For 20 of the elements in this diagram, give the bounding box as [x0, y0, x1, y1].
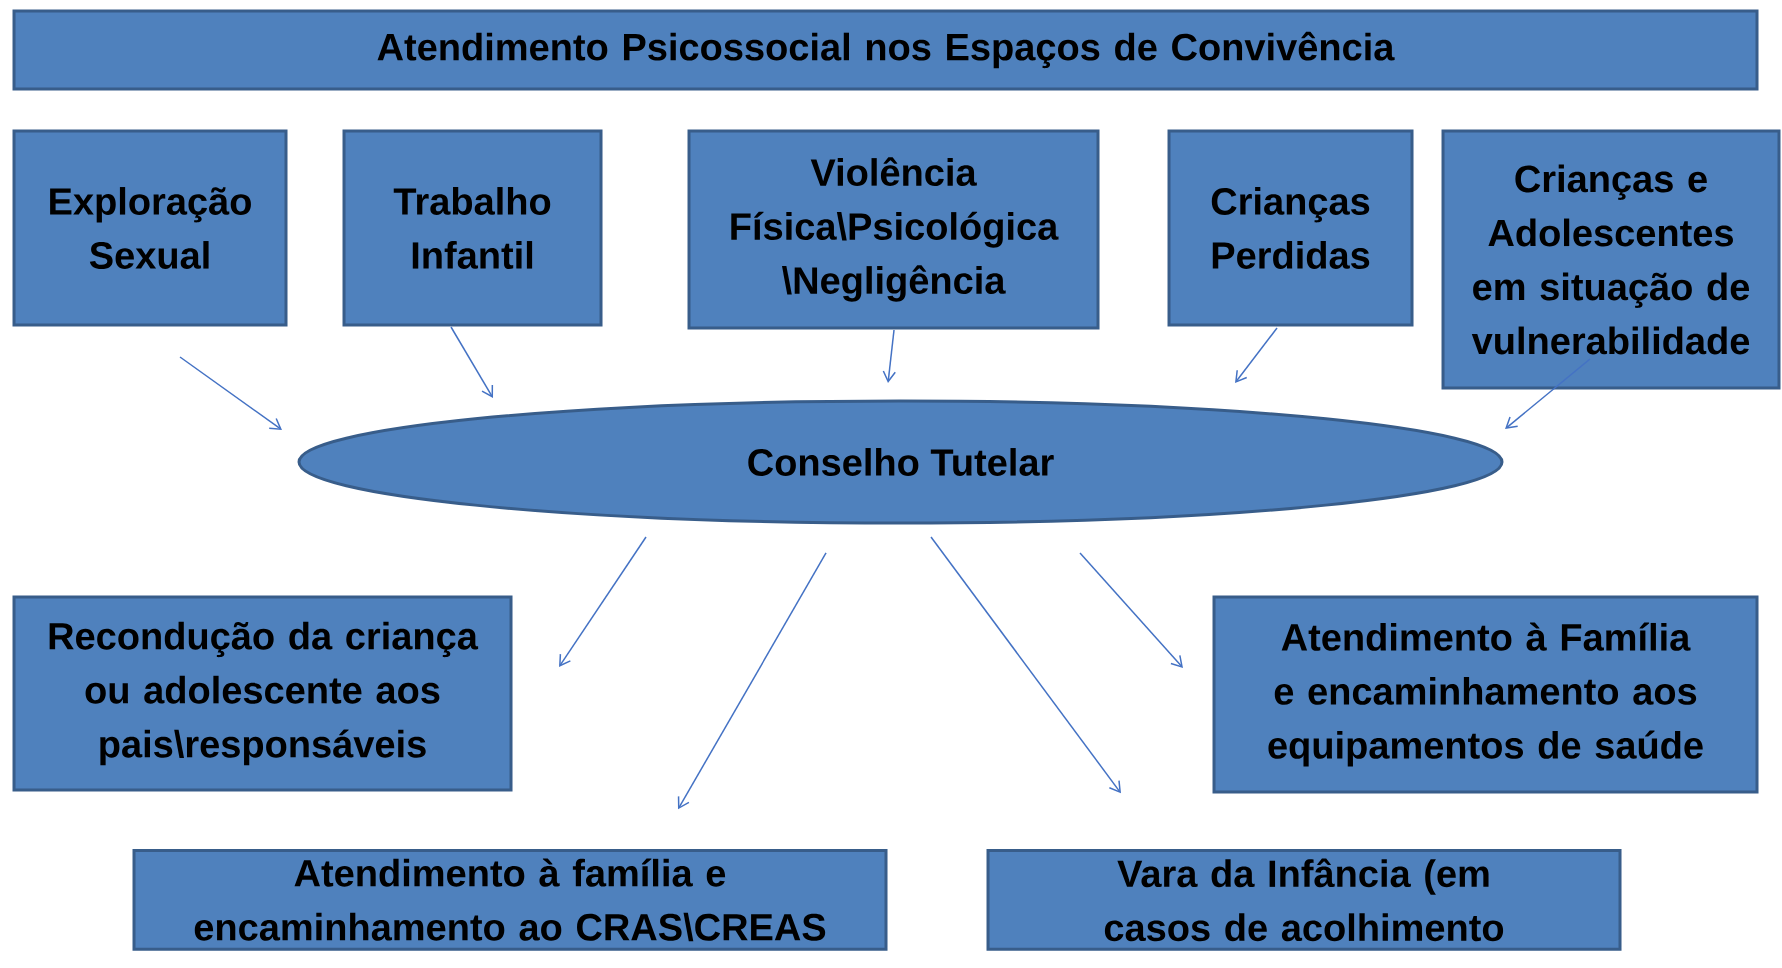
arrow — [677, 552, 827, 810]
process-box: Violência Física\Psicológica \Negligência — [687, 129, 1100, 330]
arrow — [559, 536, 647, 667]
arrow — [930, 536, 1121, 794]
arrow — [1079, 552, 1183, 668]
arrow — [450, 326, 494, 398]
process-box: Atendimento à Família e encaminhamento aos equipamentos de saúde — [1212, 595, 1759, 794]
process-box: Atendimento à família e encaminhamento ao CRAS\CREAS — [132, 849, 888, 951]
title-box: Atendimento Psicossocial nos Espaços de Convivência — [12, 9, 1759, 91]
process-box: Crianças e Adolescentes em situação de vulnerabilidade — [1441, 129, 1781, 390]
arrow — [1235, 327, 1278, 383]
process-box: Crianças Perdidas — [1167, 129, 1414, 327]
process-box: Trabalho Infantil — [342, 129, 603, 327]
arrow — [1505, 358, 1591, 429]
oval-node: Conselho Tutelar — [297, 399, 1504, 525]
process-box: Recondução da criança ou adolescente aos pais\responsáveis — [12, 595, 513, 792]
process-box: Exploração Sexual — [12, 129, 288, 327]
process-box: Vara da Infância (em casos de acolhimento — [986, 849, 1622, 951]
arrow — [882, 329, 896, 383]
arrow — [179, 356, 282, 430]
